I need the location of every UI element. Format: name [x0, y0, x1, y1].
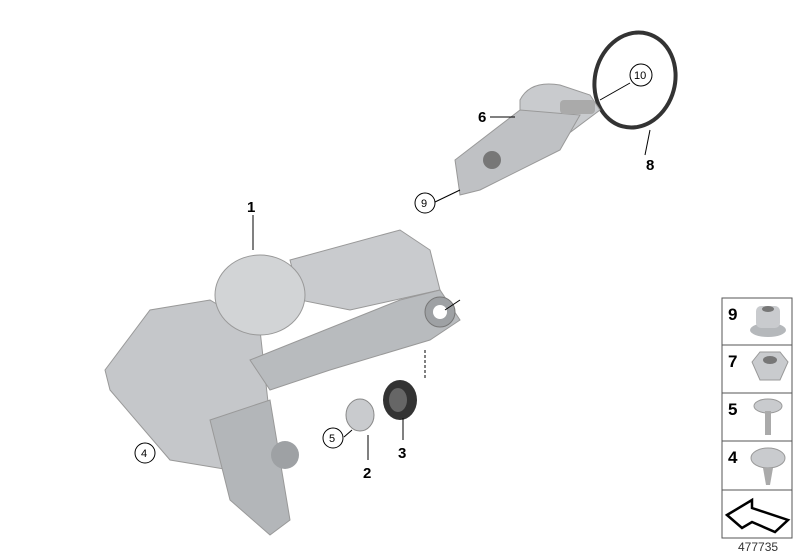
- panel-item-7: 7: [728, 351, 789, 381]
- svg-text:7: 7: [728, 352, 737, 371]
- callout-3: 3: [398, 445, 406, 462]
- svg-text:5: 5: [728, 400, 737, 419]
- callout-1: 1: [247, 199, 255, 216]
- bracket-part: [454, 83, 601, 196]
- svg-text:4: 4: [141, 448, 147, 460]
- panel-item-5: 5: [728, 398, 783, 435]
- svg-text:5: 5: [329, 433, 335, 445]
- grommet-part: [383, 380, 417, 420]
- panel-item-9: 9: [728, 305, 786, 337]
- callout-10: 10: [629, 63, 653, 87]
- callout-4: 4: [134, 442, 156, 464]
- callout-2: 2: [363, 465, 371, 482]
- callout-9: 9: [414, 192, 436, 214]
- parts-panel: 9 7 5 4: [721, 297, 793, 539]
- hex-nut-icon: [751, 351, 789, 381]
- callout-6: 6: [478, 109, 486, 126]
- svg-text:4: 4: [728, 448, 738, 467]
- callout-5: 5: [322, 427, 344, 449]
- screw-icon: [753, 398, 783, 435]
- wiper-motor-part: [104, 229, 461, 536]
- image-id: 477735: [738, 540, 779, 554]
- leader-lines: [252, 82, 651, 460]
- svg-text:9: 9: [728, 305, 737, 324]
- svg-text:9: 9: [421, 198, 427, 210]
- svg-text:10: 10: [634, 70, 646, 82]
- seal-ring-part: [592, 30, 678, 130]
- bushing-part: [345, 398, 375, 432]
- panel-item-4: 4: [728, 447, 786, 485]
- direction-arrow-icon: [724, 497, 791, 534]
- washer-screw-icon: [750, 447, 786, 485]
- flange-nut-icon: [750, 306, 786, 337]
- callout-8: 8: [646, 157, 654, 174]
